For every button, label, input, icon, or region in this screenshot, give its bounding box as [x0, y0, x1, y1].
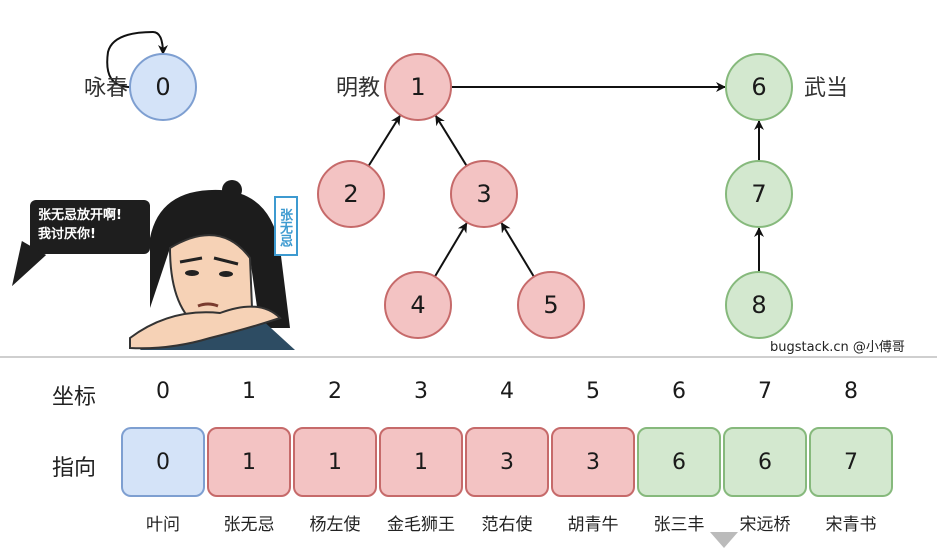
- index-5: 5: [586, 379, 600, 404]
- group-label-0: 咏春: [84, 76, 128, 101]
- node-label-8: 8: [751, 291, 766, 319]
- index-2: 2: [328, 379, 342, 404]
- union-find-diagram: 0 1 2 3 4 5 6 7 8 咏春 明教 武当: [84, 30, 848, 339]
- node-circle-7: [725, 160, 793, 228]
- edge-4-to-3: [434, 222, 468, 278]
- character-name-tag: 张无忌: [274, 196, 298, 256]
- parent-cell-7: 6: [723, 427, 807, 497]
- node-label-0: 0: [155, 73, 170, 101]
- parent-cell-3: 1: [379, 427, 463, 497]
- node-label-1: 1: [410, 73, 425, 101]
- member-name-0: 叶问: [146, 515, 180, 535]
- node-label-4: 4: [410, 291, 425, 319]
- edge-2-to-1: [367, 114, 401, 167]
- member-name-2: 杨左使: [309, 515, 361, 535]
- parent-cell-1: 1: [207, 427, 291, 497]
- speech-line-2: 我讨厌你!: [38, 227, 96, 242]
- index-1: 1: [242, 379, 256, 404]
- node-circle-8: [725, 271, 793, 339]
- node-circle-1: [384, 53, 452, 121]
- parent-cell-2: 1: [293, 427, 377, 497]
- parent-row-label: 指向: [52, 456, 97, 481]
- edge-3-to-1: [434, 115, 468, 167]
- node-label-5: 5: [543, 291, 558, 319]
- parent-cell-5: 3: [551, 427, 635, 497]
- node-circle-3: [450, 160, 518, 228]
- node-7: 7: [725, 160, 793, 228]
- edge-5-to-3: [500, 222, 535, 278]
- group-label-2: 武当: [804, 76, 848, 101]
- member-name-6: 张三丰: [653, 515, 705, 535]
- node-label-6: 6: [751, 73, 766, 101]
- index-row-label: 坐标: [52, 385, 97, 410]
- node-2: 2: [317, 160, 385, 228]
- node-6: 6: [725, 53, 793, 121]
- node-label-2: 2: [343, 180, 358, 208]
- node-3: 3: [450, 160, 518, 228]
- node-circle-0: [129, 53, 197, 121]
- parent-cell-4: 3: [465, 427, 549, 497]
- index-4: 4: [500, 379, 514, 404]
- parent-cell-6: 6: [637, 427, 721, 497]
- node-0: 0: [129, 53, 197, 121]
- watermark: bugstack.cn @小傅哥: [770, 340, 905, 355]
- node-5: 5: [517, 271, 585, 339]
- node-label-7: 7: [751, 180, 766, 208]
- node-4: 4: [384, 271, 452, 339]
- member-name-7: 宋远桥: [739, 515, 791, 535]
- index-7: 7: [758, 379, 772, 404]
- node-1: 1: [384, 53, 452, 121]
- member-name-1: 张无忌: [223, 515, 275, 535]
- speech-line-1: 张无忌放开啊!: [38, 208, 122, 223]
- node-circle-4: [384, 271, 452, 339]
- edge-0-to-0: [106, 30, 168, 88]
- node-circle-6: [725, 53, 793, 121]
- node-8: 8: [725, 271, 793, 339]
- index-8: 8: [844, 379, 858, 404]
- cartoon-character-image: [129, 180, 295, 350]
- parent-cell-0: 0: [121, 427, 205, 497]
- member-name-4: 范右使: [481, 515, 533, 535]
- cursor-arrow-icon: [710, 532, 738, 548]
- node-label-3: 3: [476, 180, 491, 208]
- node-circle-2: [317, 160, 385, 228]
- index-3: 3: [414, 379, 428, 404]
- group-label-1: 明教: [336, 76, 380, 101]
- node-circle-5: [517, 271, 585, 339]
- index-0: 0: [156, 379, 170, 404]
- index-6: 6: [672, 379, 686, 404]
- speech-bubble: 张无忌放开啊! 我讨厌你!: [30, 200, 150, 254]
- member-name-5: 胡青牛: [567, 515, 619, 535]
- section-divider: [0, 356, 937, 358]
- member-name-3: 金毛狮王: [387, 515, 455, 535]
- member-name-8: 宋青书: [825, 515, 877, 535]
- parent-cell-8: 7: [809, 427, 893, 497]
